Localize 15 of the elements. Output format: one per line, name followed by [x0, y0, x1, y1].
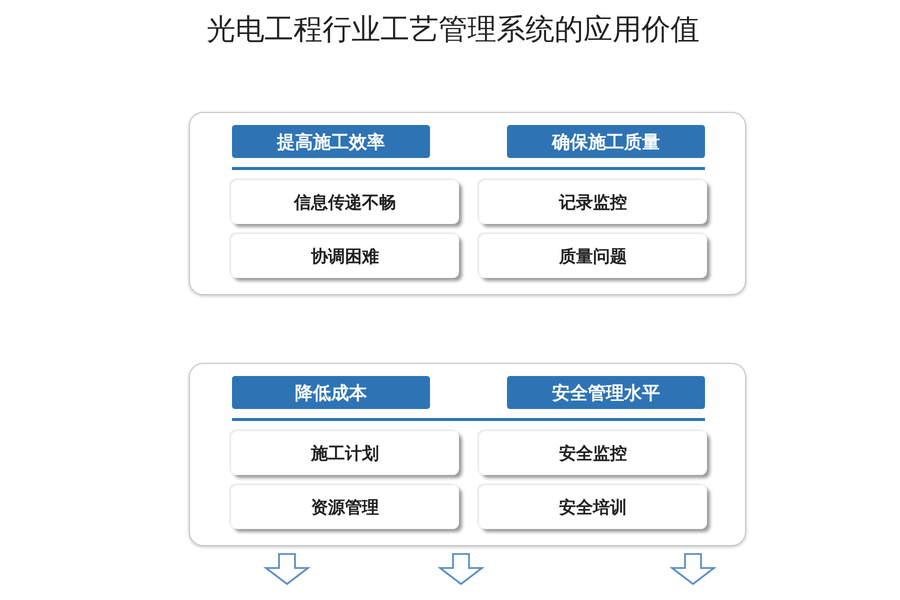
item-box: 安全监控 [479, 431, 707, 475]
header-box: 降低成本 [232, 376, 430, 409]
item-box: 安全培训 [479, 485, 707, 529]
item-box: 质量问题 [479, 234, 707, 278]
header-box: 提高施工效率 [232, 125, 430, 158]
item-box: 信息传递不畅 [231, 180, 459, 224]
header-box: 安全管理水平 [507, 376, 705, 409]
header-box: 确保施工质量 [507, 125, 705, 158]
item-box: 协调困难 [231, 234, 459, 278]
title: 光电工程行业工艺管理系统的应用价值 [206, 11, 700, 48]
panel-card [189, 112, 746, 295]
item-box: 施工计划 [231, 431, 459, 475]
item-box: 记录监控 [479, 180, 707, 224]
panel-card [189, 363, 746, 546]
item-box: 资源管理 [231, 485, 459, 529]
